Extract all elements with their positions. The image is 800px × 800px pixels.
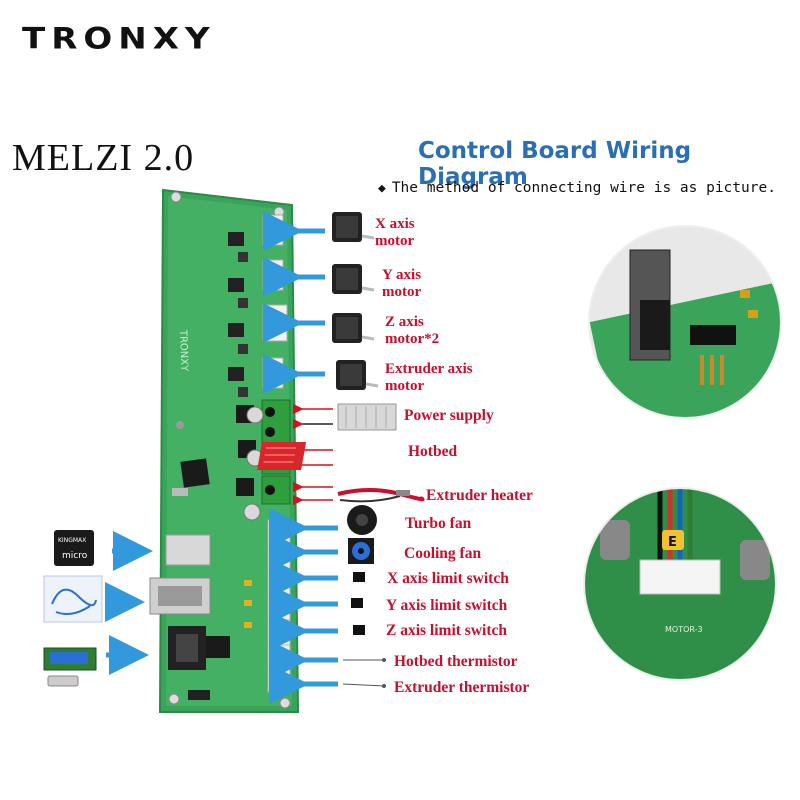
svg-text:E: E	[668, 535, 677, 550]
thermistor-wire-icons	[342, 658, 386, 688]
limit-switch-icons	[351, 572, 365, 635]
instruction-note: ◆ The method of connecting wire is as pic…	[378, 180, 776, 196]
label-hotbed: Hotbed	[408, 443, 458, 460]
diamond-bullet-icon: ◆	[378, 181, 386, 196]
connector-silkscreen: MOTOR-3	[665, 625, 703, 634]
closeup-photo-motor-connector	[589, 226, 781, 418]
instruction-text: The method of connecting wire is as pict…	[391, 180, 776, 196]
label-extruder-heater: Extruder heater	[426, 487, 533, 504]
closeup-photo-motor-3-connector: E MOTOR-3	[584, 488, 776, 680]
svg-text:micro: micro	[62, 551, 88, 561]
sd-card-brand: KINGMAX	[58, 537, 86, 544]
label-power-supply: Power supply	[404, 407, 494, 424]
lcd-display-icon	[43, 647, 97, 687]
board-silkscreen: TRONXY	[177, 329, 190, 373]
stepper-motor-icon	[332, 212, 375, 242]
power-arrows	[293, 403, 333, 506]
stepper-motor-icons	[332, 212, 379, 390]
stepper-motor-icon	[332, 313, 375, 343]
label-cooling-fan: Cooling fan	[404, 545, 482, 562]
hotbed-icon	[257, 442, 307, 470]
label-hotbed-thermistor: Hotbed thermistor	[394, 653, 518, 670]
label-z-axis-limit-switch: Z axis limit switch	[386, 622, 507, 639]
connector-arrows	[269, 508, 338, 704]
stepper-motor-icon	[336, 360, 379, 390]
label-y-axis-limit-switch: Y axis limit switch	[386, 597, 508, 614]
label-extruder-thermistor: Extruder thermistor	[394, 679, 530, 696]
turbo-fan-icon	[347, 505, 377, 535]
micro-sd-card-icon: KINGMAX micro	[54, 530, 94, 566]
label-x-axis-limit-switch: X axis limit switch	[387, 570, 509, 587]
label-turbo-fan: Turbo fan	[405, 515, 472, 532]
motor-arrows	[263, 211, 325, 394]
usb-cable-icon	[43, 575, 103, 623]
cooling-fan-icon	[348, 538, 374, 564]
board-model-title: MELZI 2.0	[12, 137, 195, 179]
power-supply-icon	[337, 403, 397, 431]
stepper-motor-icon	[332, 264, 375, 294]
extruder-heater-icon	[337, 488, 425, 503]
brand-logo: TRONXY	[22, 22, 216, 56]
diagram-title: Control Board Wiring Diagram	[418, 138, 692, 190]
